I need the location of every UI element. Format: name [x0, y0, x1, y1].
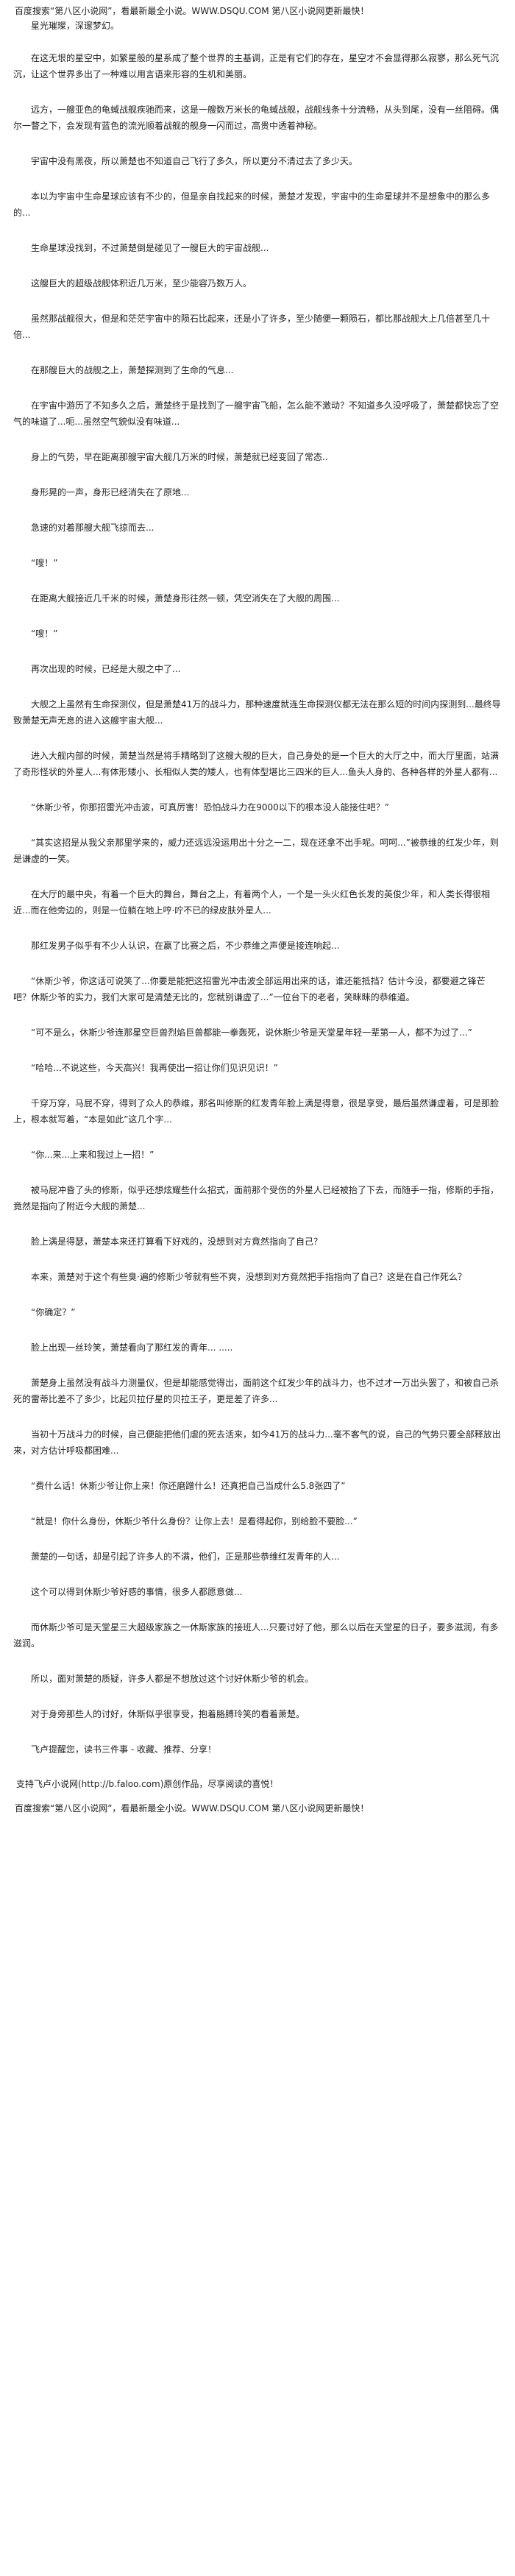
- paragraph: 远方，一艘亚色的龟蜮战舰疾驰而来，这是一艘数万米长的龟蜮战舰，战舰线条十分流畅，…: [13, 105, 500, 131]
- paragraph: 在那艘巨大的战舰之上，萧楚探测到了生命的气息...: [31, 365, 234, 375]
- paragraph: 脸上出现一丝玲笑，萧楚看向了那红发的青年... .....: [31, 1342, 233, 1353]
- paragraph: 大舰之上虽然有生命探测仪，但是萧楚41万的战斗力，那种速度就连生命探测仪都无法在…: [13, 699, 501, 726]
- paragraph: “嗖！”: [31, 629, 58, 639]
- paragraph: 虽然那战舰很大，但是和茫茫宇宙中的陨石比起来，还是小了许多，至少随便一颗陨石，都…: [13, 314, 491, 340]
- paragraph: “可不是么，休斯少爷连那星空巨兽烈焰巨兽都能一拳轰死，说休斯少爷是天堂星年轻一辈…: [31, 1027, 472, 1038]
- paragraph: 身上的气势，早在距离那艘宇宙大舰几万米的时候，萧楚就已经变回了常态..: [31, 452, 328, 462]
- paragraph: “你...来...上来和我过上一招！”: [31, 1150, 154, 1160]
- page: 百度搜索“第八区小说网”，看最新最全小说。WWW.DSQU.COM 第八区小说网…: [13, 0, 502, 1815]
- paragraph: 这个可以得到休斯少爷好感的事情，很多人都愿意做...: [31, 1587, 243, 1597]
- paragraph: 而休斯少爷可是天堂星三大超级家族之一休斯家族的接班人...只要讨好了他，那么以后…: [13, 1622, 499, 1649]
- paragraph: 在宇宙中游历了不知多久之后，萧楚终于是找到了一艘宇宙飞船，怎么能不激动？不知道多…: [13, 400, 500, 427]
- paragraph: 生命星球没找到，不过萧楚倒是碰见了一艘巨大的宇宙战舰...: [31, 243, 269, 253]
- paragraph: “就是！你什么身份，休斯少爷什么身份？让你上去！是看得起你，别给脸不要脸...”: [31, 1516, 358, 1526]
- paragraph: 身形晃的一声，身形已经消失在了原地...: [31, 487, 190, 498]
- paragraph: 所以，面对萧楚的质疑，许多人都是不想放过这个讨好休斯少爷的机会。: [31, 1674, 314, 1684]
- paragraph: “休斯少爷，你那招雷光冲击波，可真厉害！恐怕战斗力在9000以下的根本没人能接住…: [31, 802, 389, 813]
- paragraph: 在大厅的最中央，有着一个巨大的舞台，舞台之上，有着两个人，一个是一头火红色长发的…: [13, 889, 491, 916]
- paragraph: “休斯少爷，你这话可说笑了...你要是能把这招雷光冲击波全部运用出来的话，谁还能…: [13, 976, 486, 1002]
- paragraph: 对于身旁那些人的讨好，休斯似乎很享受，抱着胳膊玲笑的看着萧楚。: [31, 1709, 305, 1719]
- paragraph: “费什么话！休斯少爷让你上来！你还磨蹭什么！还真把自己当成什么5.8张四了”: [31, 1481, 346, 1491]
- paragraph: 星光璀璨，深邃梦幻。: [31, 21, 120, 31]
- paragraph: 本来，萧楚对于这个有些臭·遍的修斯少爷就有些不爽，没想到对方竟然把手指指向了自己…: [31, 1272, 466, 1282]
- paragraph: 那红发男子似乎有不少人认识，在赢了比赛之后，不少恭维之声便是接连响起...: [31, 941, 340, 951]
- site-banner-top: 百度搜索“第八区小说网”，看最新最全小说。WWW.DSQU.COM 第八区小说网…: [15, 6, 369, 16]
- paragraph: 被马屁冲昏了头的修斯，似乎还想炫耀些什么招式，面前那个受伤的外星人已经被抬了下去…: [13, 1185, 500, 1211]
- paragraph: 宇宙中没有黑夜，所以萧楚也不知道自己飞行了多久，所以更分不清过去了多少天。: [31, 156, 358, 166]
- paragraph: 这艘巨大的超级战舰体积近几万米，至少能容乃数万人。: [31, 278, 252, 289]
- support-notice: 支持飞卢小说网(http://b.faloo.com)原创作品，尽享阅读的喜悦！: [16, 1779, 279, 1789]
- paragraph: 千穿万穿，马屁不穿，得到了众人的恭维，那名叫修斯的红发青年脸上满是得意，很是享受…: [13, 1098, 500, 1125]
- paragraph: “哈哈...不说这些，今天高兴！我再使出一招让你们见识见识！”: [31, 1063, 278, 1073]
- paragraph: 急速的对着那艘大舰飞掠而去...: [31, 523, 154, 533]
- paragraph: “其实这招是从我父亲那里学来的，威力还远远没运用出十分之一二，现在还拿不出手呢。…: [13, 838, 499, 864]
- paragraph: 飞卢提醒您，读书三件事 - 收藏、推荐、分享！: [31, 1744, 216, 1755]
- paragraph: “嗖！”: [31, 558, 58, 568]
- paragraph: 在这无垠的星空中，如繁星般的星系成了整个世界的主基调，正是有它们的存在，星空才不…: [13, 53, 500, 79]
- site-banner-bottom: 百度搜索“第八区小说网”，看最新最全小说。WWW.DSQU.COM 第八区小说网…: [15, 1803, 369, 1814]
- paragraph: 萧楚身上虽然没有战斗力测量仪，但是却能感觉得出，面前这个红发少年的战斗力，也不过…: [13, 1378, 500, 1404]
- paragraph: 萧楚的一句话，却是引起了许多人的不满，他们，正是那些恭维红发青年的人...: [31, 1551, 340, 1562]
- paragraph: “你确定？”: [31, 1307, 76, 1317]
- paragraph: 再次出现的时候，已经是大舰之中了...: [31, 664, 181, 674]
- paragraph: 脸上满是得瑟，萧楚本来还打算看下好戏的，没想到对方竟然指向了自己？: [31, 1236, 323, 1247]
- paragraph: 进入大舰内部的时候，萧楚当然是将手精略到了这艘大舰的巨大，自己身处的是一个巨大的…: [13, 751, 500, 777]
- chapter-body: 星光璀璨，深邃梦幻。在这无垠的星空中，如繁星般的星系成了整个世界的主基调，正是有…: [13, 18, 502, 1758]
- paragraph: 在距离大舰接近几千米的时候，萧楚身形往然一顿，凭空消失在了大舰的周围...: [31, 593, 340, 604]
- paragraph: 本以为宇宙中生命星球应该有不少的，但是亲自找起来的时候，萧楚才发现，宇宙中的生命…: [13, 191, 491, 218]
- paragraph: 当初十万战斗力的时候，自己便能把他们虐的死去活来，如今41万的战斗力...毫不客…: [13, 1429, 501, 1456]
